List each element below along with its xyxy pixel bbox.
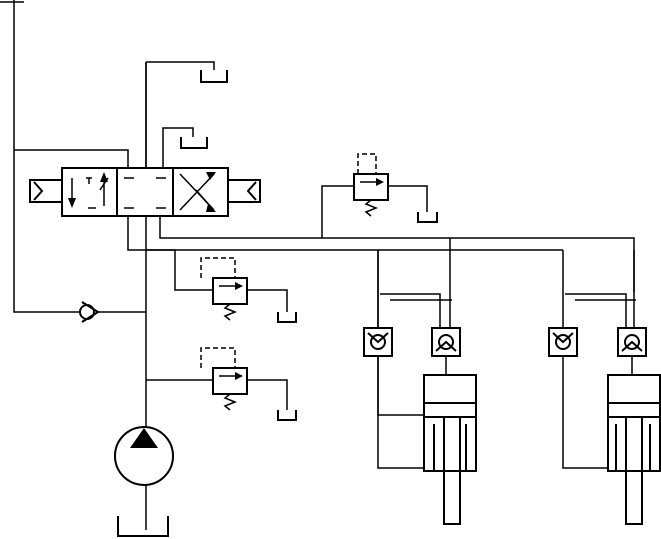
relief-valve-mid [200,257,288,321]
check-valve-icon [79,301,100,323]
hydraulic-lines [0,0,636,469]
cylinder-left [423,374,477,525]
tank-relief-top-icon [417,212,438,223]
pilot-check-1 [363,327,393,357]
pump-reservoir-icon [117,516,169,537]
three-position-valve-icon [29,167,261,217]
pilot-check-3-seat [552,332,574,344]
pilot-check-2 [431,327,461,357]
relief-bottom-drain [247,379,288,410]
valve-right-arrowhead-2 [206,172,216,180]
relief-top-spring-icon [364,199,379,217]
mid-relief-feed [146,249,213,291]
relief-bottom-arrowhead [235,372,243,380]
pilot-check-2-seat [435,340,457,352]
relief-mid-pilot [200,257,236,278]
relief-valve-top [353,153,428,217]
pump-circle [114,426,174,486]
top-relief-feed [321,185,354,238]
valve-pilot-line [14,149,129,168]
relief-bottom-spring-icon [223,393,238,411]
valve-right-inner [195,189,211,207]
relief-top-arrowhead [376,178,384,186]
top-tank-branch [146,61,215,70]
rc-rod-line [562,356,610,469]
lc-cross-line-a [380,293,441,328]
port-a-line [127,216,425,416]
lc-rod-line [377,356,425,469]
valve-left-chevron-icon [33,181,44,201]
relief-top-drain [388,185,428,212]
rc-cross-line-a [565,293,627,328]
relief-mid-body [212,277,248,305]
relief-bottom-body [212,367,248,395]
cylinder-right [607,374,661,525]
valve-right-arrowhead-1 [206,204,216,212]
valve-left-arrowhead [68,198,76,208]
cylinder-right-piston [607,402,661,418]
relief-mid-drain [247,289,288,312]
pilot-check-4-seat [621,340,643,352]
cylinder-left-rod [443,417,461,525]
left-return-line [13,0,80,313]
tank-relief-mid-icon [277,312,297,323]
pump-arrowhead [130,428,158,448]
relief-valve-bottom [200,347,288,411]
tank-symbols [117,70,438,537]
valve-left-arrowhead-up [100,172,108,182]
relief-mid-spring-icon [223,303,238,321]
relief-top-body [353,173,389,201]
pilot-check-3 [548,327,578,357]
cylinder-right-guides [615,424,651,471]
pilot-check-1-seat [367,332,389,344]
relief-top-pilot [357,153,377,174]
cylinder-left-barrel [423,374,477,472]
cylinder-left-guides [433,424,467,471]
hydraulic-pump-icon [114,426,174,530]
cylinder-left-piston [423,402,477,418]
valve-tank-branch [162,127,194,168]
valve-left-diag [99,177,109,191]
tank-relief-bottom-icon [277,410,297,421]
relief-bottom-pilot [200,347,236,368]
check-seat [81,301,100,323]
valve-body [61,167,229,217]
valve-right-chevron-icon [246,181,257,201]
pilot-check-4 [617,327,647,357]
tank-top-icon [200,70,228,83]
tank-valve-icon [180,137,208,149]
relief-mid-arrowhead [235,282,243,290]
cylinder-right-rod [625,417,643,525]
